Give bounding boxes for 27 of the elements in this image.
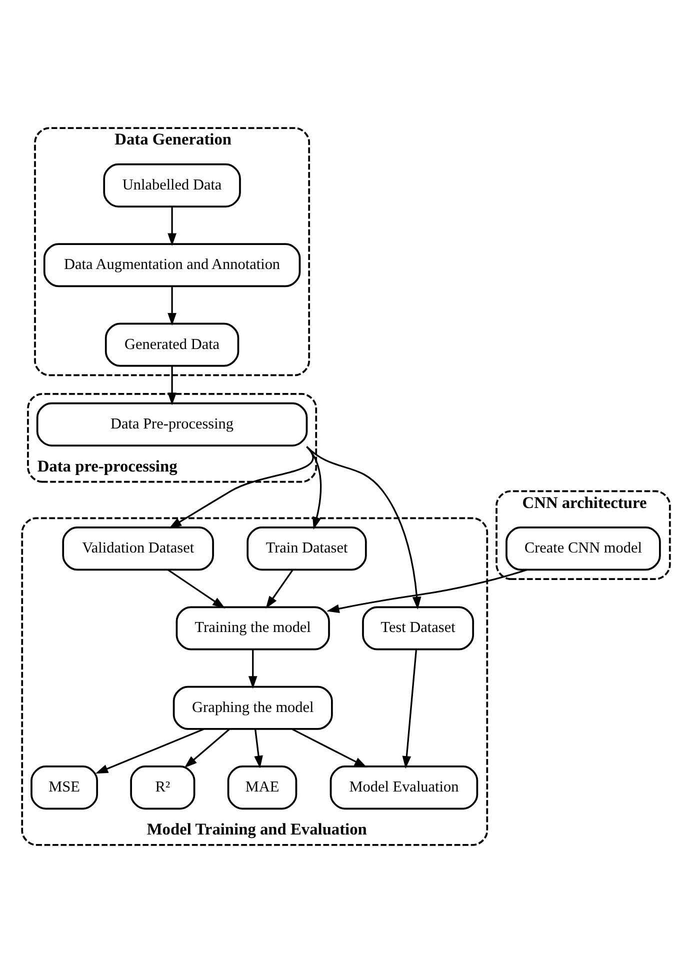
node-box: MAE: [227, 765, 298, 810]
node-box: Unlabelled Data: [103, 162, 241, 207]
arrow: [292, 728, 368, 767]
node-box: Create CNN model: [506, 526, 661, 570]
node-box: Test Dataset: [362, 606, 474, 650]
arrow: [306, 446, 422, 609]
node-box: MSE: [30, 765, 98, 810]
node-box: Training the model: [176, 606, 330, 650]
node-box: Data Augmentation and Annotation: [43, 242, 301, 287]
arrow: [248, 649, 258, 688]
arrow: [168, 446, 314, 528]
node-box: Validation Dataset: [62, 526, 214, 570]
arrow: [168, 286, 176, 326]
node-box: R²: [130, 765, 196, 810]
arrow: [254, 728, 263, 768]
node-box: Graphing the model: [172, 685, 333, 730]
node-box: Data Pre-processing: [36, 402, 308, 446]
arrow: [402, 649, 418, 768]
node-box: Generated Data: [104, 322, 240, 366]
arrow: [184, 728, 230, 768]
arrow: [95, 728, 204, 774]
node-box: Model Evaluation: [330, 765, 478, 810]
arrow: [168, 206, 176, 246]
arrow: [266, 569, 294, 608]
arrow: [168, 366, 176, 405]
arrow: [167, 568, 226, 608]
node-box: Train Dataset: [246, 526, 367, 570]
